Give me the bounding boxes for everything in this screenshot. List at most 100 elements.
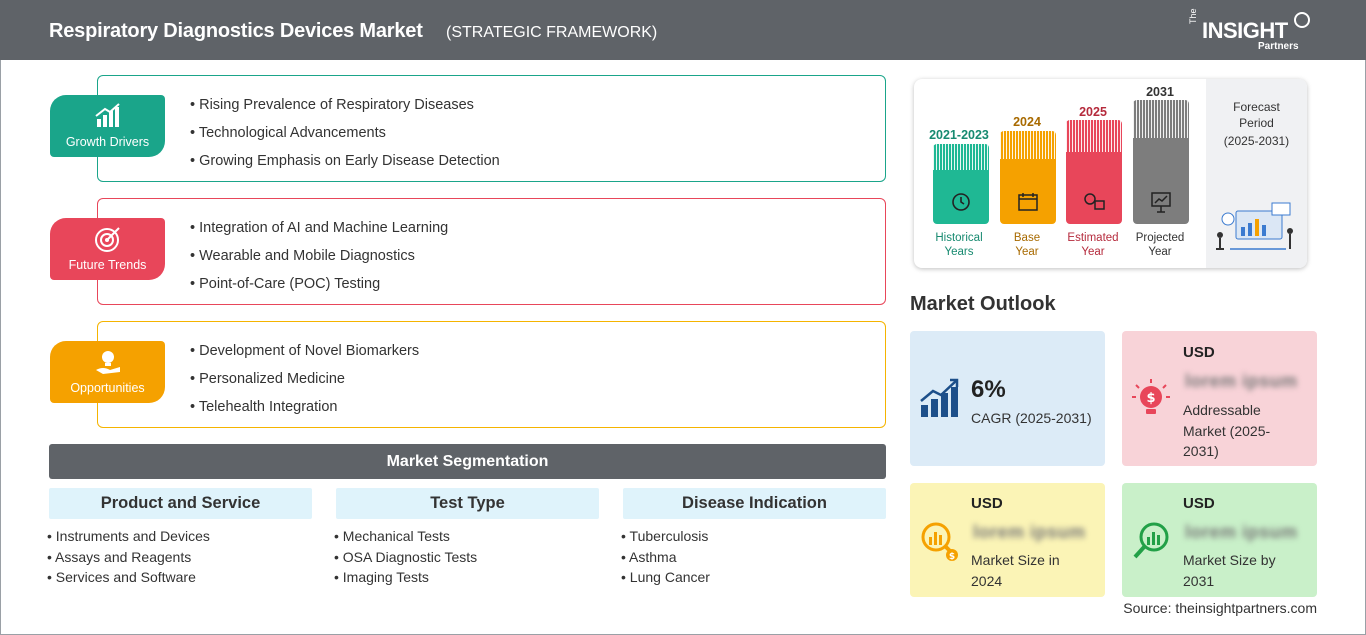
- list-item: Growing Emphasis on Early Disease Detect…: [190, 151, 500, 179]
- market-size-2031-card: USD lorem ipsum Market Size by 2031: [1122, 483, 1317, 597]
- market-outlook-title: Market Outlook: [910, 293, 1056, 315]
- label-line: Market Size in: [971, 552, 1060, 568]
- growth-drivers-badge: Growth Drivers: [50, 95, 165, 157]
- list-item: Tuberculosis: [621, 526, 886, 547]
- list-item: Telehealth Integration: [190, 397, 419, 425]
- logo-insight: INSIGHT: [1202, 18, 1288, 43]
- caption-line: Projected: [1135, 232, 1185, 244]
- forecast-line: Period: [1239, 116, 1274, 130]
- source-credit: Source: theinsightpartners.com: [1123, 600, 1317, 616]
- year-label: 2024: [1013, 115, 1041, 129]
- segment-product-service: Product and Service Instruments and Devi…: [49, 488, 312, 588]
- forecast-line: Forecast: [1233, 100, 1280, 114]
- projected-bar: [1133, 100, 1189, 224]
- opportunities-badge: Opportunities: [50, 341, 165, 403]
- label-line: Market (2025-: [1183, 422, 1271, 439]
- historical-caption: Historical Years: [919, 231, 999, 259]
- list-item: Integration of AI and Machine Learning: [190, 218, 448, 246]
- caption-line: Year: [1081, 246, 1105, 258]
- list-item: Development of Novel Biomarkers: [190, 341, 419, 369]
- caption-line: Estimated: [1067, 232, 1119, 244]
- growth-chart-icon: [94, 103, 120, 127]
- list-item: Imaging Tests: [334, 567, 599, 588]
- list-item: Rising Prevalence of Respiratory Disease…: [190, 95, 500, 123]
- historical-bar: [933, 144, 989, 224]
- list-item: Instruments and Devices: [47, 526, 312, 547]
- list-item: Wearable and Mobile Diagnostics: [190, 246, 448, 274]
- estimated-bar: [1066, 120, 1122, 224]
- insight-partners-logo[interactable]: The INSIGHT Partners: [1188, 8, 1318, 54]
- size-2031-label: Market Size by 2031: [1183, 550, 1276, 591]
- future-trends-badge: Future Trends: [50, 218, 165, 280]
- list-item: Assays and Reagents: [47, 547, 312, 568]
- cagr-label: CAGR (2025-2031): [971, 410, 1092, 426]
- header-bar: Respiratory Diagnostics Devices Market (…: [0, 0, 1366, 60]
- segment-heading: Test Type: [336, 488, 599, 519]
- projected-caption: Projected Year: [1120, 231, 1200, 259]
- segment-test-type: Test Type Mechanical Tests OSA Diagnosti…: [336, 488, 599, 588]
- list-item: Asthma: [621, 547, 886, 568]
- size-2024-value-blurred: lorem ipsum: [973, 522, 1086, 542]
- presentation-board-icon: [1151, 192, 1171, 213]
- history-clock-icon: [952, 193, 970, 211]
- magnifier-chart-icon: $: [921, 522, 958, 562]
- future-trends-box: Integration of AI and Machine Learning W…: [97, 198, 886, 305]
- size-2031-value-blurred: lorem ipsum: [1185, 522, 1298, 542]
- addressable-value-blurred: lorem ipsum: [1185, 371, 1298, 391]
- segment-list: Mechanical Tests OSA Diagnostic Tests Im…: [334, 526, 599, 588]
- year-label: 2021-2023: [929, 128, 989, 142]
- market-segmentation-bar: Market Segmentation: [49, 444, 886, 479]
- magnifier-chart-icon: [1133, 522, 1169, 559]
- caption-line: Years: [944, 246, 974, 258]
- label-line: Addressable: [1183, 402, 1261, 418]
- opportunities-list: Development of Novel Biomarkers Personal…: [190, 341, 419, 425]
- logo-partners: Partners: [1258, 41, 1299, 52]
- segment-list: Tuberculosis Asthma Lung Cancer: [621, 526, 886, 588]
- future-trends-label: Future Trends: [68, 258, 147, 272]
- lightbulb-hand-icon: [95, 351, 120, 374]
- caption-line: Year: [1148, 246, 1172, 258]
- growth-drivers-list: Rising Prevalence of Respiratory Disease…: [190, 95, 500, 179]
- caption-line: Year: [1015, 246, 1039, 258]
- svg-text:$: $: [949, 552, 955, 562]
- analytics-illustration-icon: [1216, 202, 1293, 250]
- year-label: 2025: [1079, 105, 1107, 119]
- list-item: Services and Software: [47, 567, 312, 588]
- size-2031-currency: USD: [1183, 495, 1215, 512]
- caption-line: Historical: [935, 232, 983, 244]
- segment-heading: Disease Indication: [623, 488, 886, 519]
- calendar-icon: [1018, 193, 1038, 211]
- size-2024-currency: USD: [971, 495, 1003, 512]
- logo-magnifier-icon: [1294, 12, 1310, 28]
- addressable-market-card: $ USD lorem ipsum Addressable Market (20…: [1122, 331, 1317, 466]
- label-line: 2031: [1183, 572, 1215, 589]
- target-icon: [94, 227, 120, 252]
- money-bulb-icon: $: [1132, 379, 1170, 414]
- segment-list: Instruments and Devices Assays and Reage…: [47, 526, 312, 588]
- label-line: Market Size by: [1183, 552, 1276, 568]
- label-line: 2024: [971, 572, 1003, 589]
- cagr-card: 6% CAGR (2025-2031): [910, 331, 1105, 466]
- opportunities-label: Opportunities: [70, 381, 145, 395]
- growth-drivers-label: Growth Drivers: [65, 135, 150, 149]
- svg-text:$: $: [1146, 391, 1155, 406]
- page-title: Respiratory Diagnostics Devices Market: [49, 20, 423, 42]
- gear-chart-icon: [1084, 193, 1105, 210]
- logo-the: The: [1188, 8, 1198, 24]
- size-2024-label: Market Size in 2024: [971, 550, 1060, 591]
- year-label: 2031: [1146, 85, 1174, 99]
- forecast-line: (2025-2031): [1223, 134, 1290, 148]
- list-item: Personalized Medicine: [190, 369, 419, 397]
- list-item: Point-of-Care (POC) Testing: [190, 274, 448, 302]
- base-bar: [1000, 131, 1056, 224]
- growth-chart-icon: [920, 378, 959, 417]
- opportunities-box: Development of Novel Biomarkers Personal…: [97, 321, 886, 428]
- addressable-label: Addressable Market (2025- 2031): [1183, 400, 1270, 462]
- timeline-card: 2021-2023 Historical Years 2024 Base Yea…: [914, 79, 1307, 268]
- base-caption: Base Year: [987, 231, 1067, 259]
- growth-drivers-box: Rising Prevalence of Respiratory Disease…: [97, 75, 886, 182]
- forecast-period-label: Forecast Period (2025-2031): [1206, 99, 1307, 149]
- list-item: OSA Diagnostic Tests: [334, 547, 599, 568]
- list-item: Lung Cancer: [621, 567, 886, 588]
- cagr-value: 6%: [971, 376, 1006, 403]
